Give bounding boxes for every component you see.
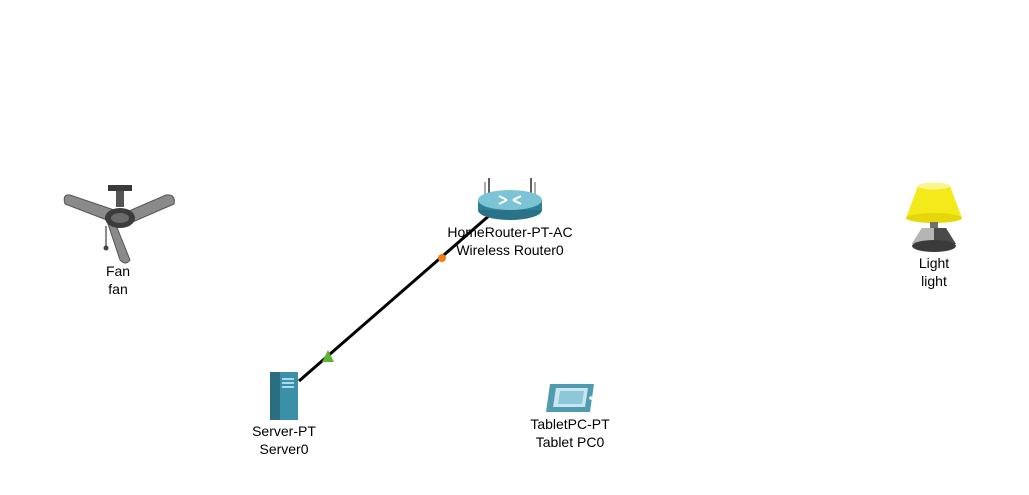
device-wireless-router[interactable]: HomeRouter-PT-AC Wireless Router0 [435, 176, 585, 259]
device-model-label: Light [918, 255, 950, 271]
device-name-label: Tablet PC0 [535, 434, 605, 450]
device-server[interactable]: Server-PT Server0 [238, 370, 330, 458]
device-light[interactable]: Light light [894, 182, 974, 290]
device-name-label: fan [108, 281, 128, 297]
wireless-router-icon [478, 178, 542, 220]
device-model-label: TabletPC-PT [530, 416, 610, 432]
device-name-label: Server0 [259, 441, 309, 457]
link-status-triangle-server [322, 350, 334, 362]
tablet-icon [546, 384, 594, 412]
server-router-cable[interactable] [298, 212, 492, 383]
device-name-label: Wireless Router0 [456, 242, 564, 258]
device-model-label: Fan [105, 263, 131, 279]
server-icon [270, 372, 298, 420]
device-name-label: light [921, 273, 947, 289]
lamp-icon [906, 182, 962, 252]
ceiling-fan-icon [63, 185, 175, 264]
device-model-label: HomeRouter-PT-AC [447, 224, 573, 240]
device-model-label: Server-PT [252, 423, 316, 439]
link-status-dot-router [438, 254, 446, 262]
device-fan[interactable]: Fan fan [55, 182, 181, 298]
device-tablet[interactable]: TabletPC-PT Tablet PC0 [514, 381, 626, 451]
